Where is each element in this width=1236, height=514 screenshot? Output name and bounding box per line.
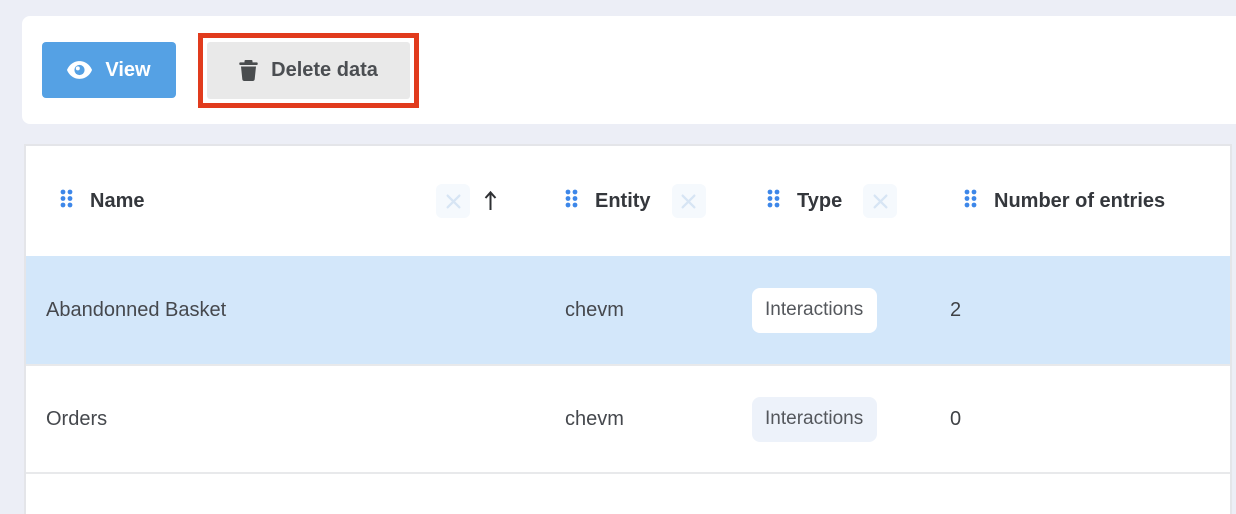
page: { "toolbar": { "view": { "label": "View"… <box>22 16 1236 514</box>
cell-entity: chevm <box>565 298 624 321</box>
table-row-abandonned-basket[interactable]: Abandonned Basket chevm Interactions 2 <box>26 256 1230 364</box>
cell-entries: 0 <box>950 407 962 430</box>
cell-entries: 2 <box>950 298 962 321</box>
table-row-orders[interactable]: Orders chevm Interactions 0 <box>26 364 1230 472</box>
table-row-partial <box>26 472 1230 512</box>
data-table: Name <box>24 144 1232 514</box>
cell-type: Interactions <box>752 396 950 442</box>
table-header: Name <box>26 146 1230 256</box>
view-button[interactable]: View <box>42 42 176 98</box>
eye-icon <box>67 61 93 79</box>
column-header-name[interactable]: Name <box>46 146 565 256</box>
cell-type: Interactions <box>752 287 950 333</box>
sort-ascending-icon[interactable] <box>482 189 499 213</box>
drag-handle-icon[interactable] <box>964 189 977 213</box>
column-header-entries[interactable]: Number of entries <box>950 146 1230 256</box>
delete-button-label: Delete data <box>271 59 378 81</box>
column-label-entity: Entity <box>595 189 651 212</box>
drag-handle-icon[interactable] <box>60 189 73 213</box>
column-header-type[interactable]: Type <box>752 146 950 256</box>
drag-handle-icon[interactable] <box>565 189 578 213</box>
cell-entity: chevm <box>565 407 624 430</box>
column-label-type: Type <box>797 189 843 212</box>
toolbar: View Delete data <box>22 16 1236 124</box>
column-label-entries: Number of entries <box>994 189 1166 212</box>
drag-handle-icon[interactable] <box>767 189 780 213</box>
trash-icon <box>239 60 258 81</box>
view-button-label: View <box>105 58 151 81</box>
clear-filter-icon[interactable] <box>863 184 898 218</box>
column-header-entity[interactable]: Entity <box>565 146 752 256</box>
cell-name: Orders <box>46 407 108 430</box>
annotation-highlight: Delete data <box>198 33 419 108</box>
type-badge: Interactions <box>752 287 878 333</box>
clear-filter-icon[interactable] <box>671 184 706 218</box>
column-label-name: Name <box>90 189 145 212</box>
delete-data-button[interactable]: Delete data <box>207 42 410 99</box>
clear-filter-icon[interactable] <box>436 184 470 218</box>
type-badge: Interactions <box>752 396 878 442</box>
cell-name: Abandonned Basket <box>46 298 227 321</box>
